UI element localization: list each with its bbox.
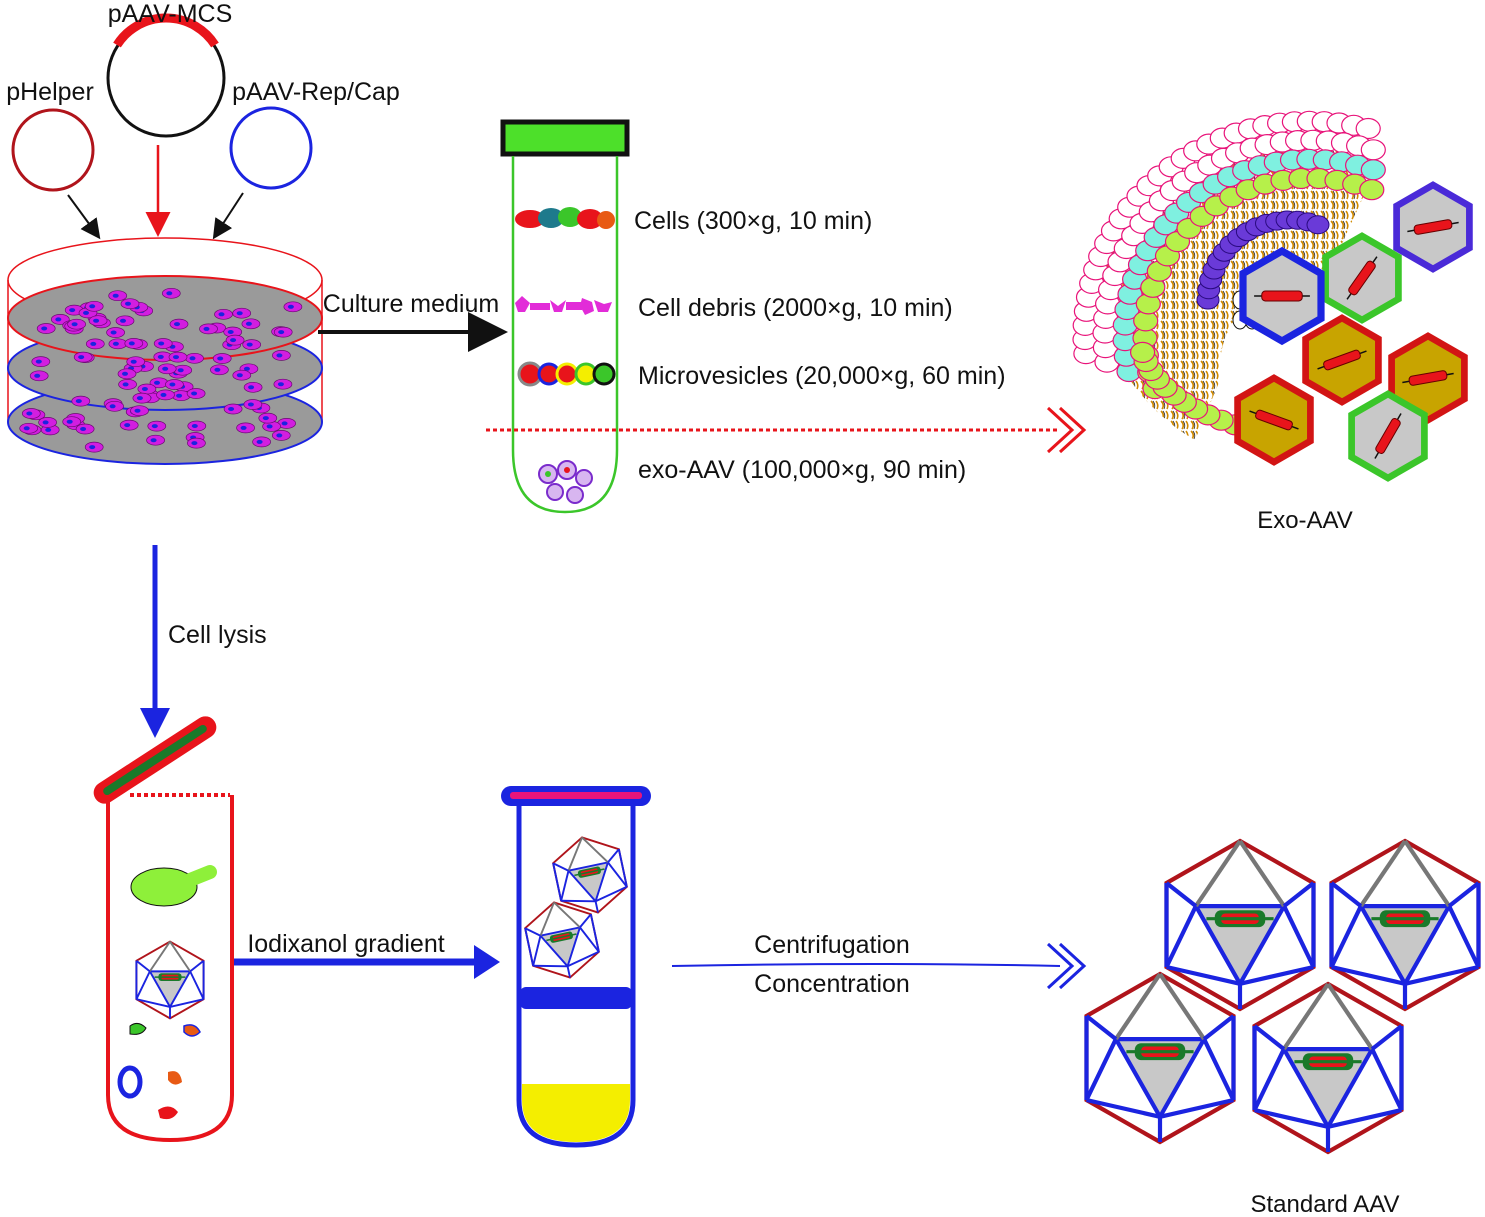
lysis-tube (93, 716, 234, 1143)
label-fraction-debris: Cell debris (2000×g, 10 min) (638, 294, 953, 322)
standard-aav-capsid (524, 901, 600, 979)
label-pAAV-MCS: pAAV-MCS (108, 0, 233, 28)
label-fraction-exo-aav: exo-AAV (100,000×g, 90 min) (638, 456, 966, 484)
label-culture-medium: Culture medium (323, 290, 499, 318)
culture-dish-stack (7, 237, 323, 465)
plasmid-pAAV-MCS: pAAV-MCS (106, 0, 233, 138)
aav-capsid (1348, 390, 1428, 482)
label-standard-aav: Standard AAV (1251, 1191, 1400, 1217)
standard-aav-capsid (1252, 981, 1404, 1155)
label-exo-aav: Exo-AAV (1257, 507, 1353, 534)
standard-aav-capsid (135, 940, 205, 1020)
aav-capsid (1322, 232, 1402, 324)
plasmid-pAAV-Rep-Cap: pAAV-Rep/Cap (229, 78, 400, 190)
band-microvesicles (517, 361, 616, 387)
aav-capsid (1393, 181, 1473, 273)
exo-aav-vesicle (1072, 110, 1473, 482)
iodixanol-tube (501, 786, 651, 1148)
arrow-repcap-to-dish (212, 192, 244, 240)
standard-aav-capsid (1084, 971, 1236, 1145)
arrow-helper-to-dish (67, 194, 101, 240)
standard-aav-capsid (552, 836, 628, 914)
standard-aav-capsid (1329, 838, 1481, 1012)
label-iodixanol: Iodixanol gradient (247, 930, 444, 958)
label-pAAV-Rep-Cap: pAAV-Rep/Cap (232, 78, 400, 106)
arrow-iodixanol-head (474, 945, 500, 979)
aav-capsid (1302, 314, 1382, 406)
label-pHelper: pHelper (6, 78, 94, 106)
label-fraction-microvesicles: Microvesicles (20,000×g, 60 min) (638, 362, 1006, 390)
aav-capsid (1239, 246, 1325, 346)
arrow-centrifugation (671, 963, 1061, 967)
band-exo-aav (538, 460, 593, 504)
label-fraction-cells: Cells (300×g, 10 min) (634, 207, 872, 235)
band-cells (515, 207, 615, 229)
standard-aav-capsid (1164, 838, 1316, 1012)
centrifuge-tube-medium (486, 119, 1087, 514)
arrow-exo-aav-head (1046, 406, 1087, 454)
standard-aav-capsids (1084, 838, 1481, 1155)
aav-capsid (1234, 374, 1314, 466)
arrow-centrifugation-head (1046, 942, 1087, 990)
label-cell-lysis: Cell lysis (168, 621, 267, 649)
aav-capsid (1388, 332, 1468, 424)
label-concentration: Concentration (754, 970, 910, 998)
plasmid-pHelper: pHelper (6, 78, 95, 192)
arrow-cell-lysis-head (140, 708, 170, 738)
band-cell-debris (515, 296, 612, 315)
label-centrifugation: Centrifugation (754, 931, 910, 959)
